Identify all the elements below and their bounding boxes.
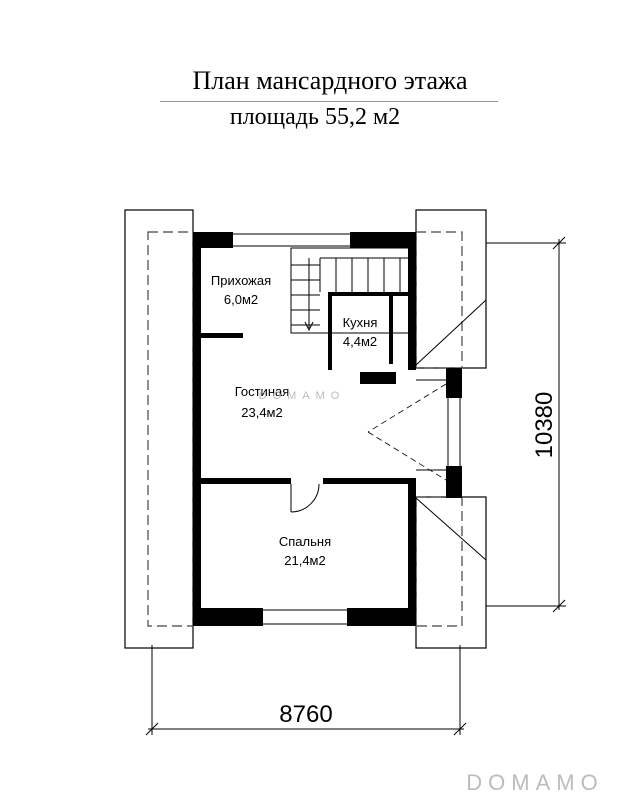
title-underline — [160, 101, 498, 102]
window-lines — [233, 233, 461, 625]
room-name-bedroom: Спальня — [279, 534, 331, 549]
center-watermark: DOMAMO — [259, 390, 346, 402]
width-dimension-label: 8760 — [279, 701, 332, 728]
dormer-lines — [415, 299, 487, 561]
staircase — [290, 247, 410, 334]
room-area-living-room: 23,4м2 — [241, 405, 282, 420]
height-dimension-label: 10380 — [531, 392, 558, 459]
room-area-kitchen: 4,4м2 — [343, 334, 377, 349]
corner-watermark: DOMAMO — [466, 770, 603, 795]
room-name-living-room: Гостиная — [235, 384, 290, 399]
exterior-walls — [193, 232, 462, 626]
right-roof-slope — [415, 209, 487, 649]
room-area-hallway: 6,0м2 — [224, 292, 258, 307]
room-name-kitchen: Кухня — [343, 315, 378, 330]
height-dimension — [486, 236, 566, 613]
left-roof-slope — [124, 209, 194, 649]
width-dimension — [145, 645, 467, 736]
balcony-door — [367, 383, 447, 481]
plan-title: План мансардного этажа — [192, 66, 468, 95]
room-area-bedroom: 21,4м2 — [284, 553, 325, 568]
bedroom-door — [290, 483, 320, 513]
room-name-hallway: Прихожая — [211, 273, 271, 288]
interior-walls — [201, 292, 416, 484]
plan-area: площадь 55,2 м2 — [229, 104, 401, 130]
